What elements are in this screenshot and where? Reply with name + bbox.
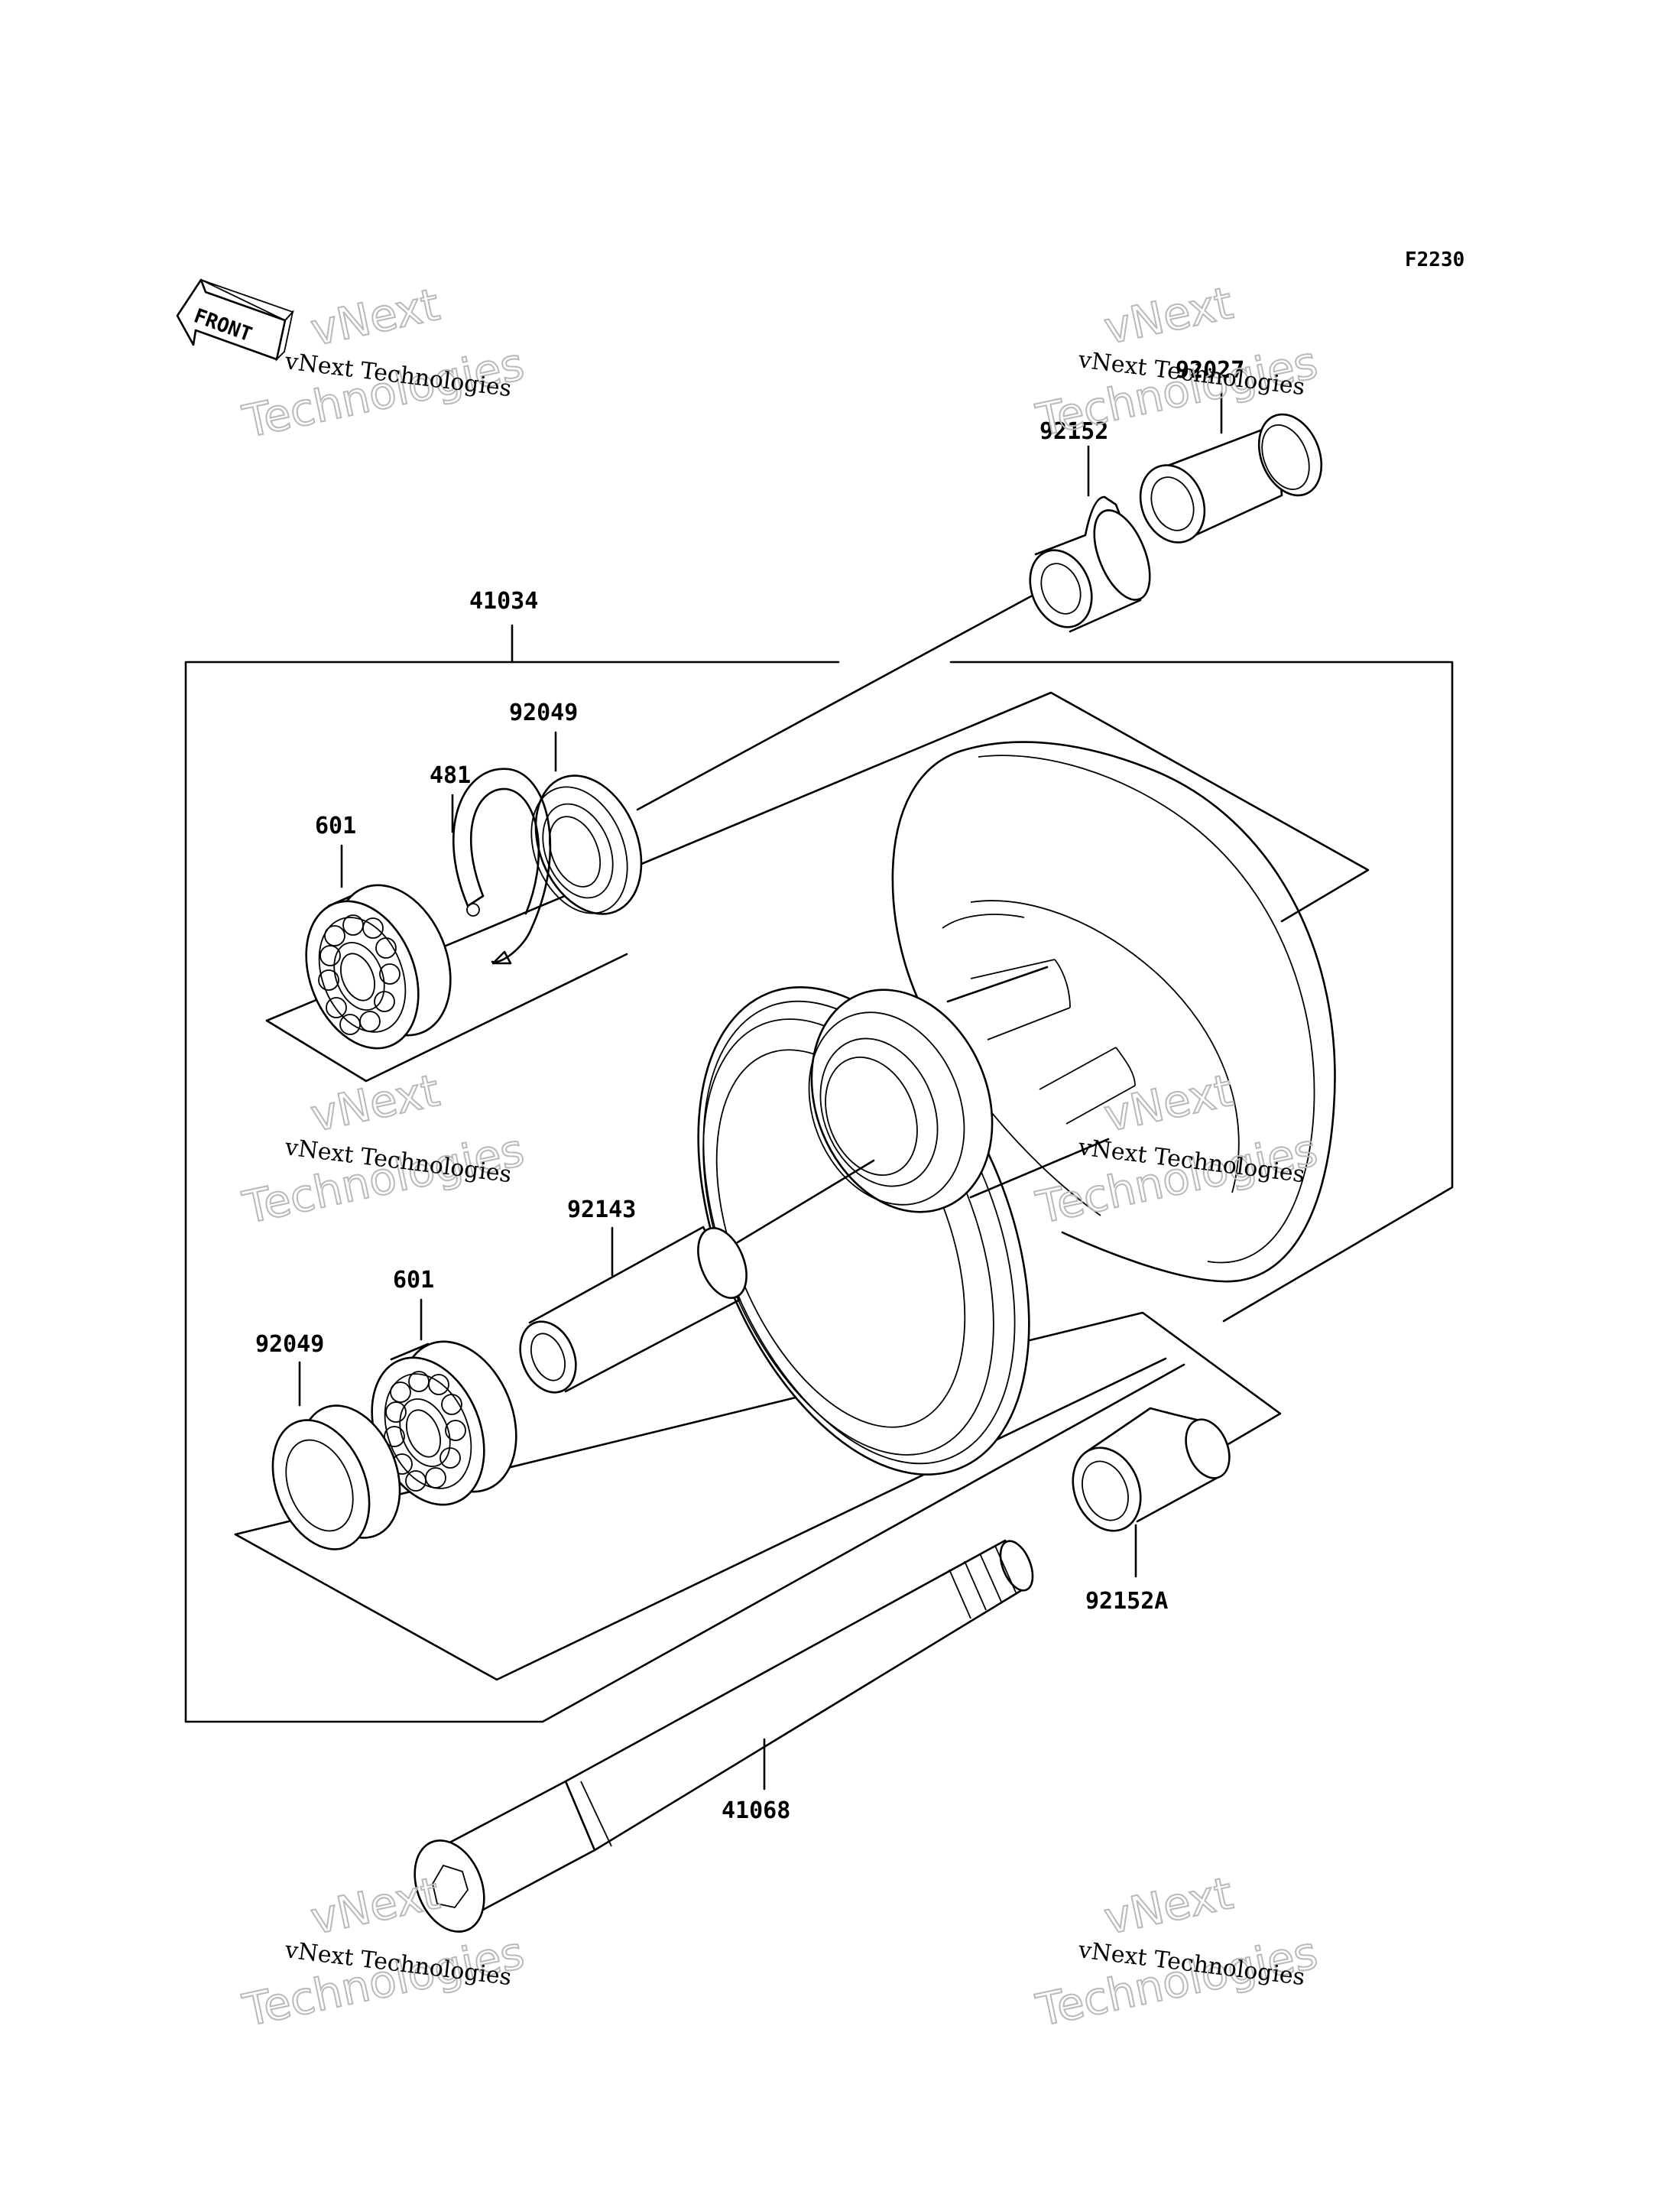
- axle-centerline: [636, 591, 1039, 811]
- label-41068: 41068: [722, 1797, 790, 1824]
- svg-text:vNext: vNext: [306, 1867, 444, 1945]
- watermark-mid-right: vNext Technologies vNext Technologies: [1031, 1063, 1323, 1235]
- seal-92049-top: [530, 774, 643, 915]
- label-92143: 92143: [567, 1196, 636, 1223]
- distance-collar-92143: [519, 1226, 748, 1394]
- label-41034: 41034: [469, 588, 538, 615]
- hub-assembly-bracket: [184, 624, 1454, 1723]
- label-601-top: 601: [315, 813, 356, 839]
- label-92049-bottom: 92049: [255, 1331, 324, 1358]
- svg-text:vNext: vNext: [1100, 277, 1237, 355]
- seal-92049-bottom: [271, 1404, 401, 1550]
- spacer-92152: [1029, 495, 1151, 633]
- bearing-601-bottom: [371, 1340, 517, 1506]
- watermark-bottom-left: vNext Technologies vNext Technologies: [238, 1866, 530, 2037]
- label-601-bottom: 601: [393, 1267, 434, 1294]
- wheel-hub: [697, 741, 1336, 1476]
- svg-text:vNext: vNext: [1100, 1064, 1237, 1142]
- bearing-balls-top: [318, 914, 401, 1035]
- svg-text:vNext: vNext: [1100, 1867, 1237, 1945]
- label-92027: 92027: [1176, 357, 1244, 384]
- front-arrow-icon: FRONT: [176, 278, 294, 362]
- spacer-92152A: [1072, 1407, 1231, 1532]
- svg-text:vNext: vNext: [306, 1064, 444, 1142]
- label-92152A: 92152A: [1085, 1588, 1168, 1615]
- diagram-code: F2230: [1405, 248, 1464, 271]
- watermark-top-left: vNext Technologies vNext Technologies: [238, 278, 530, 449]
- axle-41068: [414, 1539, 1034, 1933]
- circlip-481: [452, 768, 552, 965]
- label-92049-top: 92049: [509, 700, 578, 726]
- collar-92027: [1139, 413, 1323, 544]
- svg-text:vNext: vNext: [306, 278, 444, 356]
- bearing-601-top: [305, 884, 452, 1050]
- label-481: 481: [430, 762, 471, 789]
- watermark-mid-left: vNext Technologies vNext Technologies: [238, 1063, 530, 1235]
- watermark-bottom-right: vNext Technologies vNext Technologies: [1031, 1866, 1323, 2037]
- label-92152: 92152: [1039, 418, 1108, 445]
